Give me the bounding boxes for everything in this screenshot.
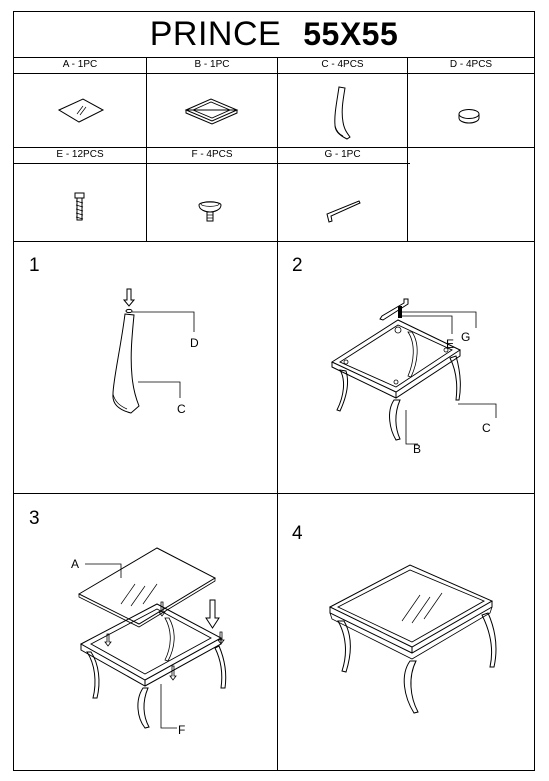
step-3-glass-illustration	[69, 542, 239, 742]
model-size: 55X55	[303, 16, 399, 52]
divider	[277, 57, 278, 241]
divider	[14, 57, 534, 58]
part-label-f: F - 4PCS	[191, 149, 233, 160]
step-4-number: 4	[292, 523, 303, 544]
part-label-b: B - 1PC	[194, 59, 230, 70]
step-2-callout-e: E	[446, 337, 455, 351]
step-1-leg-illustration	[94, 286, 194, 426]
frame-icon	[184, 96, 240, 128]
divider	[14, 241, 534, 242]
divider	[146, 57, 147, 241]
step-1-callout-c: C	[177, 402, 186, 416]
step-3-callout-a: A	[71, 557, 80, 571]
page-title: PRINCE 55X55	[14, 12, 534, 57]
allen-key-icon	[324, 200, 364, 224]
step-1-callout-d: D	[190, 336, 199, 350]
cushion-icon	[197, 198, 223, 224]
divider	[14, 493, 534, 494]
step-1-number: 1	[29, 255, 40, 276]
part-label-e: E - 12PCS	[56, 149, 104, 160]
bolt-icon	[72, 192, 88, 222]
step-3-callout-f: F	[178, 723, 186, 737]
model-name: PRINCE	[149, 15, 282, 53]
pad-icon	[456, 107, 482, 127]
step-2-callout-c: C	[482, 421, 491, 435]
part-label-g: G - 1PC	[324, 149, 361, 160]
divider	[14, 147, 534, 148]
step-4-assembled-table-illustration	[324, 557, 504, 737]
part-label-d: D - 4PCS	[449, 59, 493, 70]
divider	[14, 163, 410, 164]
leg-icon	[325, 85, 355, 141]
step-2-number: 2	[292, 255, 303, 276]
part-label-a: A - 1PC	[62, 59, 98, 70]
instruction-sheet: PRINCE 55X55 A - 1PC B - 1PC C - 4PCS D -…	[13, 11, 535, 771]
step-2-frame-illustration	[324, 292, 494, 452]
divider	[14, 73, 534, 74]
step-2-callout-b: B	[413, 442, 422, 456]
part-label-c: C - 4PCS	[321, 59, 364, 70]
divider	[407, 57, 408, 241]
divider	[277, 241, 278, 770]
step-2-callout-g: G	[461, 330, 471, 344]
glass-top-icon	[57, 96, 105, 126]
step-3-number: 3	[29, 508, 40, 529]
